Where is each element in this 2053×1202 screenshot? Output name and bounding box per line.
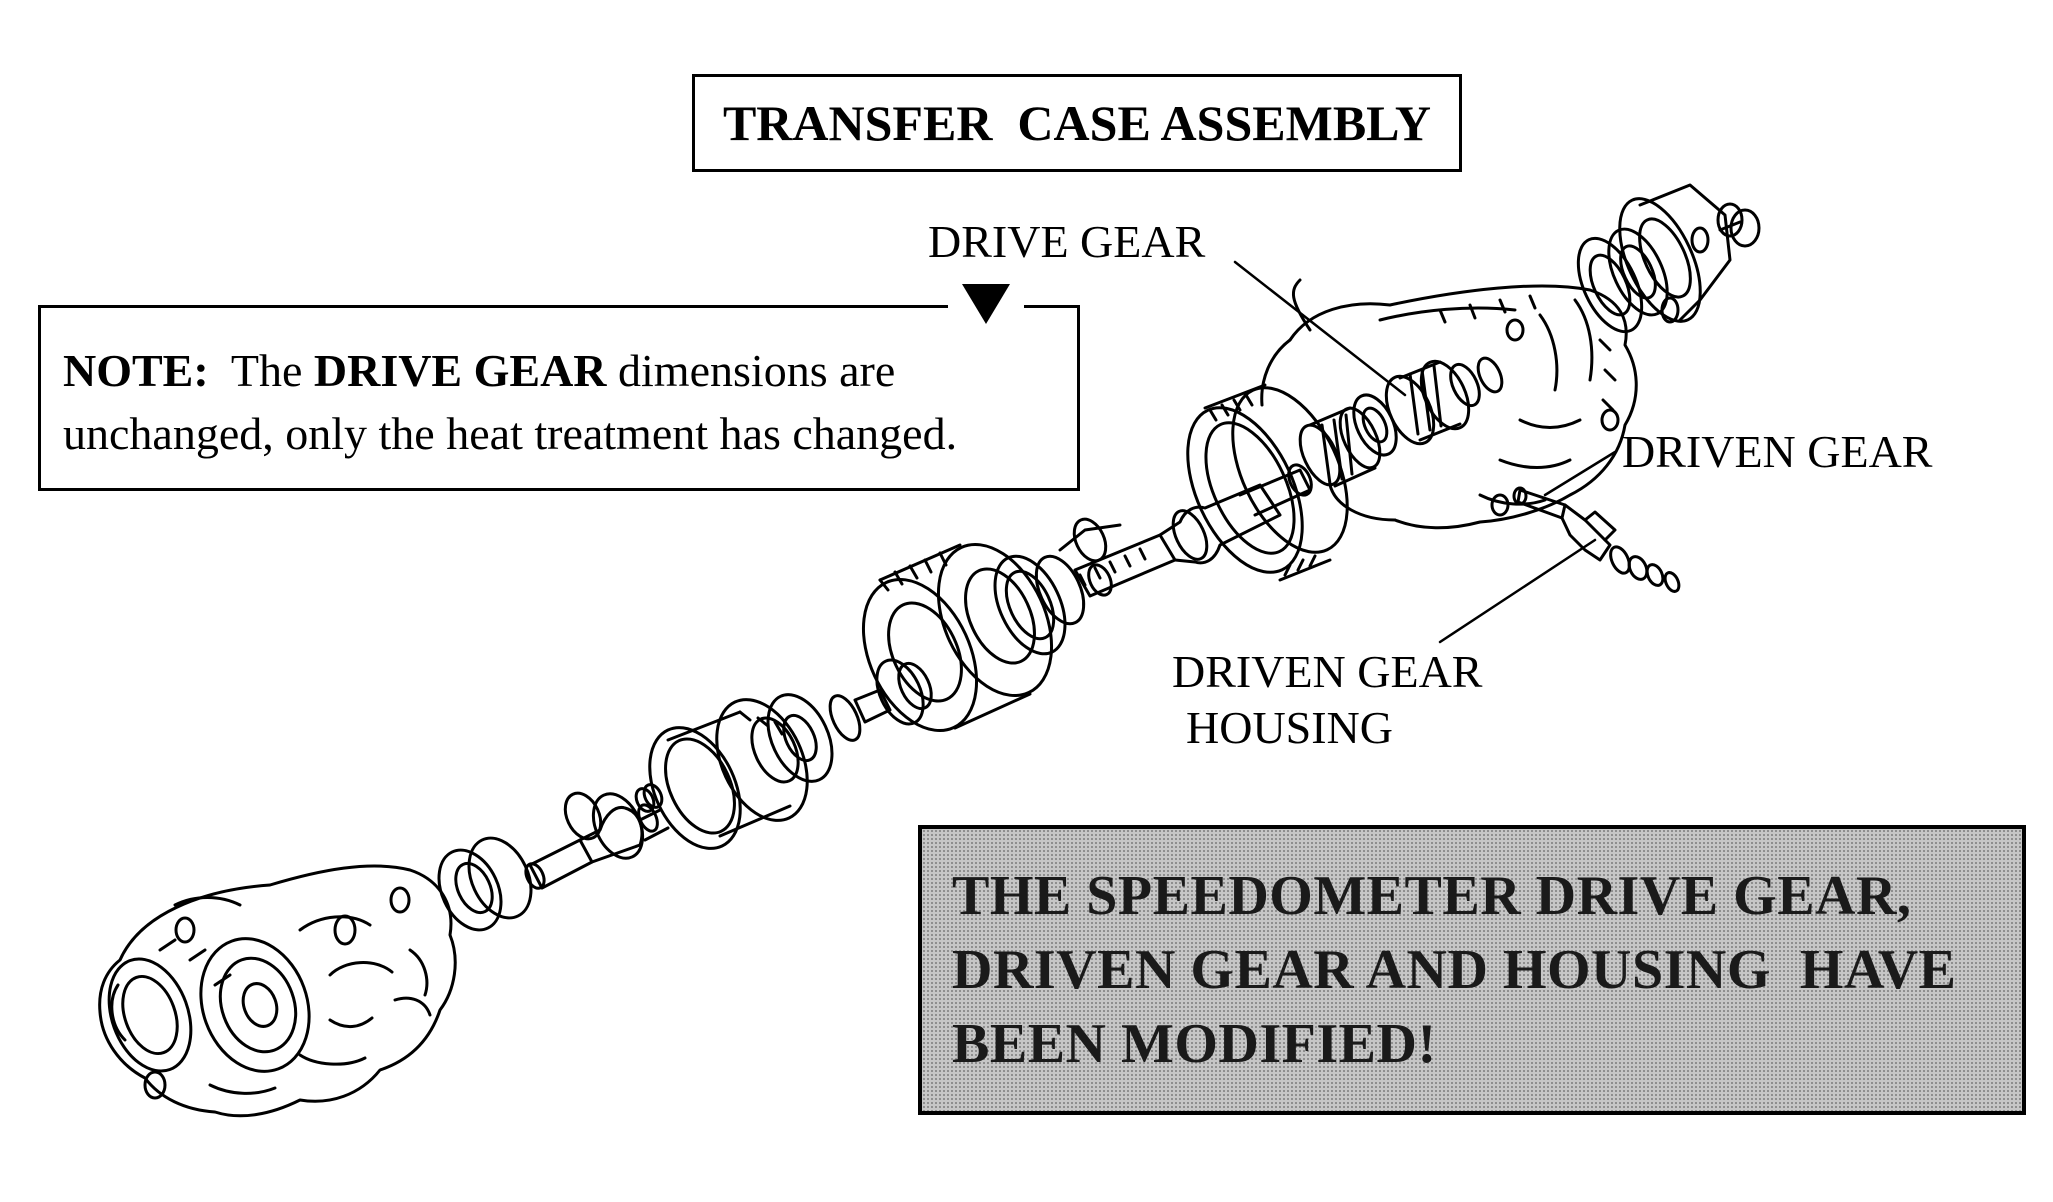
banner-line-3: BEEN MODIFIED!	[952, 1013, 1437, 1075]
front-case-housing	[98, 864, 457, 1118]
needle-bearing	[1298, 406, 1382, 488]
driven-gear-callout: DRIVEN GEAR	[1622, 424, 1932, 480]
diagram-title: TRANSFER CASE ASSEMBLY	[692, 74, 1462, 172]
note-line-2: unchanged, only the heat treatment has c…	[63, 408, 958, 459]
modification-banner: THE SPEEDOMETER DRIVE GEAR, DRIVEN GEAR …	[918, 825, 2026, 1115]
driven-gear-housing-leader	[1438, 538, 1597, 644]
main-shaft	[1058, 463, 1313, 598]
note-label: NOTE:	[63, 345, 209, 396]
note-line-1: NOTE: The DRIVE GEAR dimensions are	[63, 339, 1077, 402]
driven-gear-label: DRIVEN GEAR	[1622, 426, 1933, 477]
note-text-dimensions: dimensions are	[618, 345, 896, 396]
drive-gear-leader	[1233, 260, 1407, 397]
driven-gear-housing-label-line2: HOUSING	[1186, 702, 1393, 753]
speedometer-driven-gear-assembly	[1512, 486, 1681, 593]
diagram-title-text: TRANSFER CASE ASSEMBLY	[722, 95, 1432, 151]
drive-gear-label: DRIVE GEAR	[928, 216, 1206, 267]
front-bearing	[437, 836, 533, 932]
mid-gear-set	[750, 658, 933, 784]
hub-sleeve	[648, 698, 809, 850]
drive-gear-callout: DRIVE GEAR	[928, 214, 1205, 270]
output-shaft-front	[524, 791, 670, 890]
bearing-rings	[993, 554, 1086, 656]
note-box-top-border-left	[38, 305, 948, 308]
large-gear	[861, 542, 1054, 733]
leader-lines	[1233, 260, 1617, 644]
note-pointer-arrow-icon	[962, 284, 1010, 324]
rear-case-housing	[1260, 278, 1638, 530]
drive-gear-part	[1352, 356, 1504, 457]
banner-line-1: THE SPEEDOMETER DRIVE GEAR,	[952, 865, 1912, 927]
note-text-the: The	[230, 345, 303, 396]
rear-output-flange	[1576, 183, 1761, 334]
chain-sprocket	[1186, 383, 1349, 582]
note-box: NOTE: The DRIVE GEAR dimensions are unch…	[38, 305, 1080, 491]
note-box-top-border-right	[1024, 305, 1080, 308]
driven-gear-housing-label-line1: DRIVEN GEAR	[1172, 646, 1483, 697]
banner-line-2: DRIVEN GEAR AND HOUSING HAVE	[952, 939, 1957, 1001]
driven-gear-housing-callout: DRIVEN GEAR HOUSING	[1172, 644, 1482, 756]
note-drive-gear: DRIVE GEAR	[313, 345, 607, 396]
driven-gear-leader	[1543, 450, 1617, 497]
